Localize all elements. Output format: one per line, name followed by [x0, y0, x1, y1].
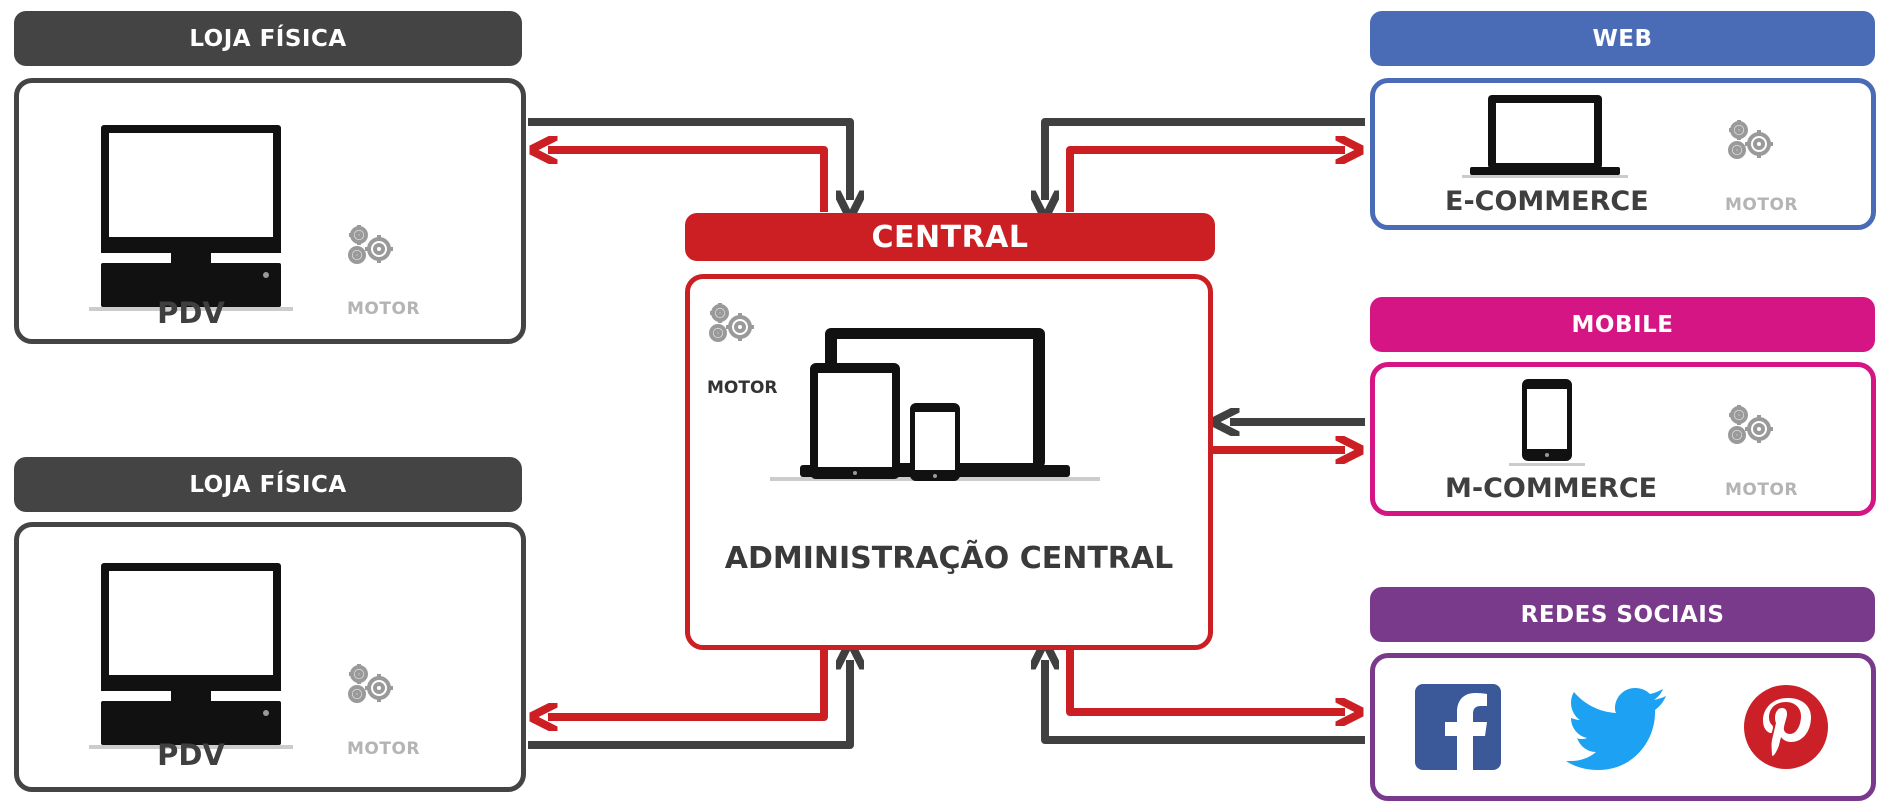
central-title: ADMINISTRAÇÃO CENTRAL — [724, 541, 1174, 576]
motor-label: MOTOR — [1725, 480, 1799, 500]
arrow-social-to-central — [1045, 660, 1365, 744]
arrow-central-to-web — [1066, 150, 1345, 212]
motor-label: MOTOR — [347, 739, 421, 759]
gears-icon — [708, 301, 756, 343]
laptop-icon — [1462, 95, 1628, 178]
motor-label: MOTOR — [1725, 195, 1799, 215]
store2-box: PDV MOTOR — [14, 522, 526, 792]
gears-icon — [347, 223, 395, 265]
arrow-central-to-store2 — [548, 650, 828, 717]
gears-icon — [1727, 118, 1775, 160]
desktop-pc-icon — [89, 125, 293, 311]
web-box: E-COMMERCE MOTOR — [1370, 78, 1876, 230]
gears-icon — [1727, 403, 1775, 445]
mcommerce-label: M-COMMERCE — [1445, 473, 1658, 504]
motor-label: MOTOR — [707, 378, 778, 398]
multi-device-icon — [770, 328, 1100, 481]
store1-box: PDV MOTOR — [14, 78, 526, 344]
arrow-store2-to-central — [528, 660, 850, 749]
web-header: WEB — [1370, 11, 1875, 66]
arrow-web-to-central — [1045, 118, 1365, 200]
mobile-header: MOBILE — [1370, 297, 1875, 352]
pdv-label: PDV — [157, 296, 225, 330]
social-header: REDES SOCIAIS — [1370, 587, 1875, 642]
store2-header: LOJA FÍSICA — [14, 457, 522, 512]
twitter-icon[interactable] — [1566, 684, 1671, 770]
arrow-central-to-store1 — [548, 150, 828, 212]
central-box: MOTOR ADMINISTRAÇÃO CENTRAL — [685, 274, 1213, 650]
arrow-central-to-social — [1066, 650, 1345, 712]
arrow-store1-to-central — [528, 118, 850, 200]
facebook-icon[interactable] — [1415, 684, 1501, 770]
store1-header: LOJA FÍSICA — [14, 11, 522, 66]
desktop-pc-icon — [89, 563, 293, 749]
smartphone-icon — [1509, 379, 1585, 466]
motor-label: MOTOR — [347, 299, 421, 319]
gears-icon — [347, 662, 395, 704]
central-header: CENTRAL — [685, 213, 1215, 261]
pdv-label: PDV — [157, 738, 225, 772]
pinterest-icon[interactable] — [1743, 684, 1829, 770]
mobile-box: M-COMMERCE MOTOR — [1370, 362, 1876, 516]
ecommerce-label: E-COMMERCE — [1445, 186, 1649, 217]
social-box — [1370, 653, 1876, 801]
